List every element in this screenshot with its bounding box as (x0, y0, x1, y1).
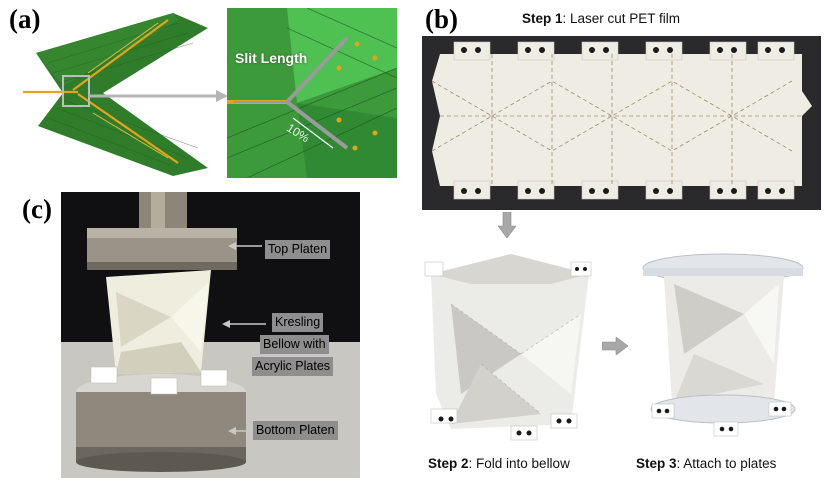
bottom-platen-label: Bottom Platen (253, 421, 338, 440)
kresling-line3-label: Acrylic Plates (252, 357, 334, 376)
compression-test-photo (61, 192, 360, 478)
laser-cut-film-image (422, 36, 821, 210)
panel-label-c: (c) (22, 194, 52, 224)
right-arrow-icon (602, 337, 628, 355)
panel-label-b: (b) (425, 4, 458, 34)
bellow-with-plates-image (634, 244, 812, 445)
folded-bellow-image (421, 244, 599, 445)
down-arrow-icon (498, 212, 516, 238)
kresling-line1-label: Kresling (272, 313, 324, 332)
zoom-arrow (88, 90, 228, 102)
kresling-pointer (222, 320, 266, 328)
top-platen-label: Top Platen (265, 240, 331, 259)
panel-label-a: (a) (9, 4, 41, 34)
slit-zoom-image (227, 8, 397, 178)
step1-caption: Step 1: Laser cut PET film (522, 11, 681, 26)
step3-caption: Step 3: Attach to plates (636, 456, 777, 471)
bottom-platen-pointer (228, 427, 252, 435)
top-platen-pointer (228, 242, 262, 250)
slit-length-label: Slit Length (235, 50, 308, 66)
chevron-mesh-image (23, 13, 208, 176)
kresling-line2-label: Bellow with (260, 335, 329, 354)
step2-caption: Step 2: Fold into bellow (428, 456, 570, 471)
